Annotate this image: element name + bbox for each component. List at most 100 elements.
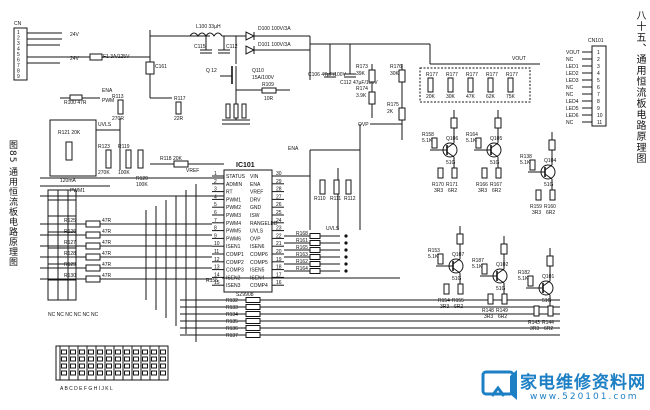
ic-left-pin-status: STATUS bbox=[226, 174, 246, 180]
c115-label: C115 bbox=[194, 44, 206, 50]
emitter-resistor-ref: R170 bbox=[432, 182, 444, 188]
ic-right-pin-ena: ENA bbox=[250, 182, 261, 188]
ic-right-pin-num-29: 29 bbox=[276, 179, 282, 185]
ic-right-pin-num-26: 26 bbox=[276, 202, 282, 208]
isen-resistor bbox=[85, 242, 101, 250]
isen-resistor-ref: R129 bbox=[64, 262, 76, 268]
r119-value: 100K bbox=[118, 170, 130, 176]
ic-right-pin-num-25: 25 bbox=[276, 210, 282, 216]
isen-resistor bbox=[85, 275, 101, 283]
led-string-indicator bbox=[494, 117, 502, 129]
jumper-pad bbox=[115, 349, 121, 355]
jumper-pad bbox=[61, 349, 67, 355]
ic-right-pin-num-30: 30 bbox=[276, 171, 282, 177]
led-string-indicator bbox=[546, 255, 554, 267]
emitter-resistor-value: 6R2 bbox=[546, 210, 555, 216]
base-resistor-value: 5.1K bbox=[466, 138, 477, 144]
junction-dot bbox=[344, 241, 348, 245]
led-string-indicator bbox=[450, 117, 458, 129]
bottom-resistor-ref: R133 bbox=[226, 305, 238, 311]
r118-label: R118 20K bbox=[160, 156, 183, 162]
jumper-pad bbox=[124, 370, 130, 376]
comp-resistor bbox=[309, 233, 321, 239]
transistor-ref: Q104 bbox=[544, 158, 556, 164]
r117-label: R117 bbox=[174, 96, 186, 102]
isen-resistor-ref: R128 bbox=[64, 251, 76, 257]
ic-right-pin-comp5: COMP5 bbox=[250, 260, 268, 266]
ic-left-pin-admin: ADMIN bbox=[226, 182, 243, 188]
ic-right-pin-rangeled: RANGELED bbox=[250, 221, 278, 227]
jumper-pad bbox=[124, 363, 130, 369]
emitter-resistor bbox=[437, 167, 444, 179]
emitter-resistor bbox=[501, 293, 508, 305]
isen-resistor-value: 47R bbox=[102, 240, 112, 246]
emitter-resistor-value: 3R3 bbox=[440, 304, 449, 310]
cn-left-pin-9: 9 bbox=[17, 74, 20, 80]
ic-left-pin-pwm1: PWM1 bbox=[226, 197, 241, 203]
r111-label: R111 bbox=[330, 196, 341, 202]
net-label-uvls-b: UVLS bbox=[326, 226, 340, 232]
tv-book-logo-icon bbox=[481, 370, 517, 400]
r177-value: 62K bbox=[486, 94, 496, 100]
isen-resistor bbox=[85, 253, 101, 261]
jumper-pad bbox=[106, 363, 112, 369]
r173-label: R173 bbox=[356, 64, 368, 70]
jumper-pad bbox=[88, 363, 94, 369]
led-string-indicator bbox=[548, 139, 556, 151]
base-resistor-ref: R153 bbox=[428, 248, 440, 254]
base-resistor-ref: R138 bbox=[520, 154, 532, 160]
r177-value: 20K bbox=[426, 94, 436, 100]
r109-value: 10R bbox=[264, 96, 274, 102]
r177-resistor bbox=[507, 77, 514, 93]
ic-left-pin-num-2: 2 bbox=[214, 179, 217, 185]
left-grid-label: NC NC NC NC NC NC bbox=[48, 312, 99, 318]
c106-label: C106 47µF/100V bbox=[308, 72, 347, 78]
net-label-ena: ENA bbox=[102, 88, 113, 94]
net-label-ena-b: ENA bbox=[288, 146, 299, 152]
base-resistor-value: 5.1K bbox=[422, 138, 433, 144]
ic-left-pin-comp3: COMP3 bbox=[226, 268, 244, 274]
comp-resistor bbox=[309, 261, 321, 267]
net-label-current: 120mA bbox=[60, 178, 77, 184]
ic-left-pin-num-6: 6 bbox=[214, 210, 217, 216]
ic-left-pin-num-9: 9 bbox=[214, 233, 217, 239]
r176-value: 30K bbox=[390, 71, 400, 77]
cn101-pin-5: 5 bbox=[597, 78, 600, 84]
ic-right-pin-isen6: ISEN6 bbox=[250, 244, 265, 250]
ic-right-pin-num-17: 17 bbox=[276, 272, 282, 278]
jumper-pad bbox=[124, 349, 130, 355]
emitter-resistor-ref: R149 bbox=[496, 308, 508, 314]
ic101-part: SZ9908 bbox=[236, 292, 254, 298]
r113-value: 270R bbox=[112, 116, 124, 122]
transistor-type: 51G bbox=[542, 298, 552, 304]
ic-right-pin-isw: ISW bbox=[250, 213, 260, 219]
jumper-pad bbox=[142, 363, 148, 369]
cn101-label-1: VOUT bbox=[566, 50, 580, 56]
cn101-pin-11: 11 bbox=[597, 120, 602, 126]
base-resistor-value: 5.1K bbox=[518, 276, 529, 282]
jumper-pad bbox=[88, 356, 94, 362]
emitter-resistor bbox=[549, 189, 556, 201]
ic-left-pin-rt: RT bbox=[226, 190, 233, 196]
base-resistor-value: 5.1K bbox=[428, 254, 439, 260]
cn101-label-11: NC bbox=[566, 120, 574, 126]
comp-resistor-ref: R162 bbox=[296, 259, 308, 265]
bottom-resistor-ref: R137 bbox=[226, 333, 238, 339]
ic-right-pin-num-23: 23 bbox=[276, 226, 282, 232]
transistor-ref: Q102 bbox=[496, 262, 508, 268]
jumper-pad bbox=[151, 370, 157, 376]
ic-left-pin-num-1: 1 bbox=[214, 171, 217, 177]
r100-label: R100 47R bbox=[64, 100, 87, 106]
emitter-resistor-ref: R148 bbox=[482, 308, 494, 314]
ic-left-pin-num-3: 3 bbox=[214, 187, 217, 193]
base-resistor-value: 5.1K bbox=[520, 160, 531, 166]
net-label-vref: VREF bbox=[186, 168, 199, 174]
cn101-label-6: NC bbox=[566, 85, 574, 91]
ic101-ref: IC101 bbox=[236, 162, 255, 169]
ic-right-pin-num-18: 18 bbox=[276, 265, 282, 271]
cn-left-pin-4: 4 bbox=[17, 47, 20, 53]
r113-label: R113 bbox=[112, 94, 124, 100]
cn101-label-10: LED6 bbox=[566, 113, 579, 119]
